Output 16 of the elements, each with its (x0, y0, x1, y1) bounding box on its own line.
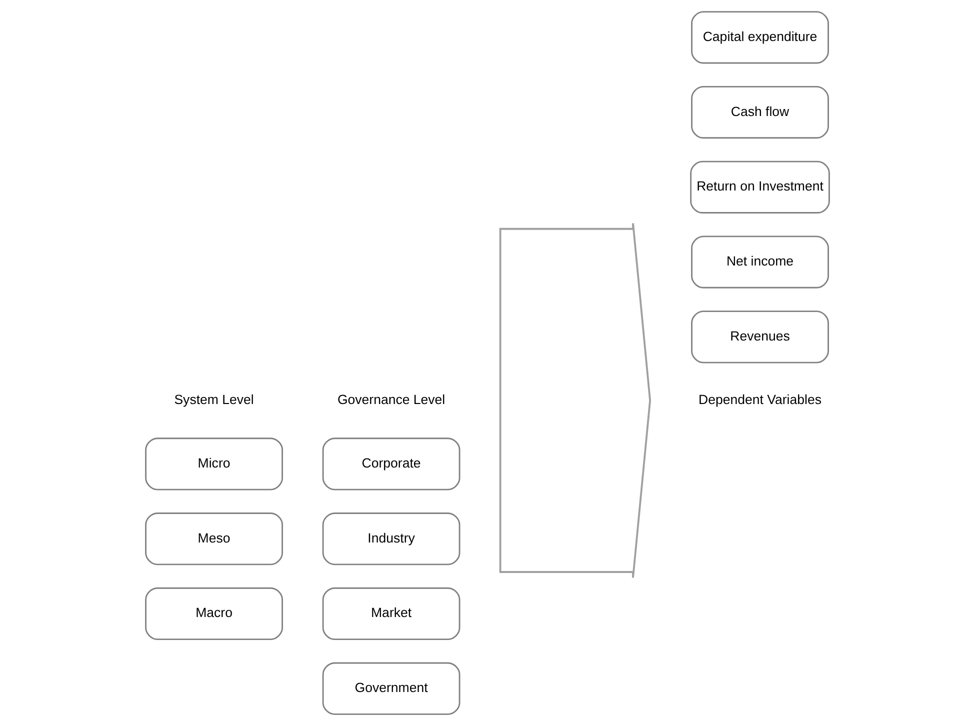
node-box: Industry (322, 512, 460, 566)
node-box: Net income (690, 236, 828, 288)
node-box: Government (322, 662, 460, 715)
node-box: Corporate (322, 438, 460, 490)
label: System Level (174, 392, 254, 407)
node-box: Macro (144, 587, 282, 640)
node-box: Revenues (690, 310, 828, 364)
node-box: Micro (144, 438, 282, 490)
node-box: Return on Investment (690, 160, 830, 214)
node-arrow (498, 222, 651, 579)
node-box: Meso (144, 512, 282, 566)
label: Governance Level (336, 392, 445, 407)
node-box: Cash flow (690, 86, 828, 139)
node-box: Market (322, 587, 460, 640)
node-box: Capital expenditure (690, 11, 828, 64)
label: Dependent Variables (698, 392, 821, 407)
